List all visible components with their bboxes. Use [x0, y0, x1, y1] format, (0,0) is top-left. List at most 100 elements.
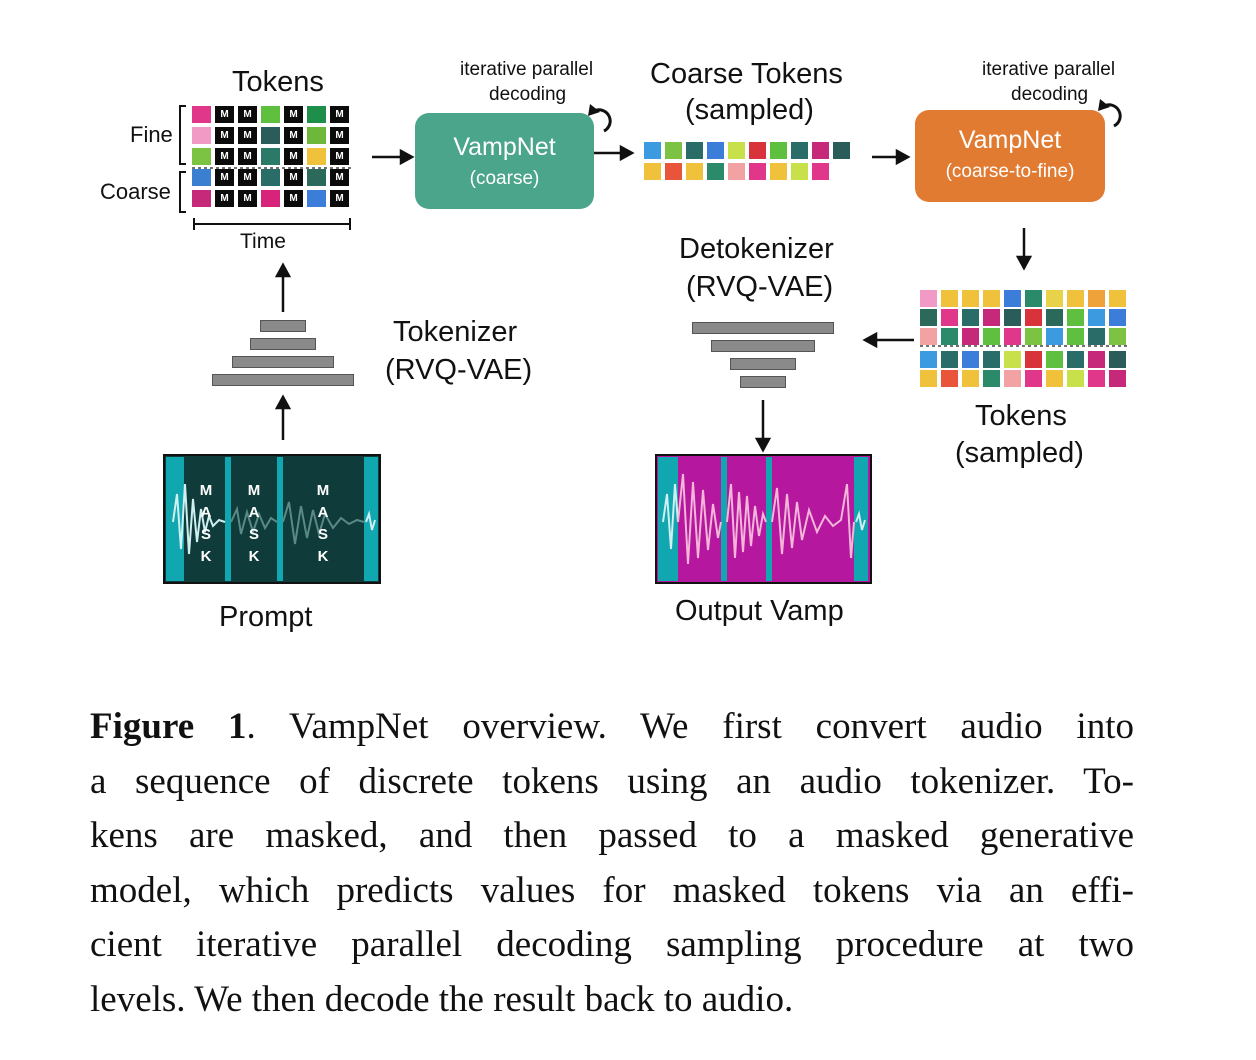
caption-line-4: model, which predicts values for masked …: [90, 869, 1134, 911]
token-cell: [707, 163, 724, 180]
token-cell: [1067, 370, 1084, 387]
token-cell: [261, 106, 280, 123]
arrow-vampnet-to-coarse: [594, 144, 635, 162]
token-cell: [770, 142, 787, 159]
mask-token: M: [238, 190, 257, 207]
token-cell: [941, 290, 958, 307]
coarse-tokens-grid: [644, 142, 850, 180]
tokenizer-bar: [250, 338, 316, 350]
token-cell: [749, 142, 766, 159]
caption-line-1-text: . VampNet overview. We first convert aud…: [246, 706, 1134, 747]
caption-line-3: kens are masked, and then passed to a ma…: [90, 815, 1134, 856]
caption-line-2: a sequence of discrete tokens using an a…: [90, 760, 1134, 802]
tokenizer-bar: [260, 320, 306, 332]
token-cell: [920, 370, 937, 387]
mask-token: M: [330, 169, 349, 186]
ipd-label-1a: iterative parallel: [460, 59, 594, 80]
prompt-waveform: [163, 454, 381, 584]
time-label: Time: [240, 230, 286, 253]
token-cell: [307, 106, 326, 123]
caption-label: Figure 1: [90, 706, 247, 747]
token-cell: [941, 370, 958, 387]
token-cell: [665, 142, 682, 159]
token-cell: [1067, 290, 1084, 307]
detokenizer-label: Detokenizer: [679, 233, 834, 265]
figure-caption: Figure 1. VampNet overview. We first con…: [90, 700, 1134, 1027]
token-cell: [1004, 290, 1021, 307]
ipd-label-2b: decoding: [1011, 84, 1089, 105]
token-cell: [1025, 309, 1042, 326]
token-cell: [1046, 309, 1063, 326]
token-cell: [962, 309, 979, 326]
ipd-label-2a: iterative parallel: [982, 59, 1116, 80]
token-cell: [983, 351, 1000, 368]
mask-token: M: [238, 127, 257, 144]
token-cell: [983, 290, 1000, 307]
level-brackets: [179, 99, 1128, 453]
tokenizer-sub: (RVQ-VAE): [385, 354, 533, 386]
loop-arrowhead-icon-2: [1098, 99, 1110, 111]
token-cell: [192, 127, 211, 144]
token-cell: [962, 351, 979, 368]
token-cell: [962, 328, 979, 345]
token-cell: [307, 169, 326, 186]
token-cell: [1004, 328, 1021, 345]
token-cell: [983, 309, 1000, 326]
coarse-label: Coarse: [100, 179, 171, 204]
token-cell: [1067, 309, 1084, 326]
token-cell: [749, 163, 766, 180]
token-cell: [192, 148, 211, 165]
token-cell: [1088, 290, 1105, 307]
caption-line-5: cient iterative parallel decoding sampli…: [90, 924, 1134, 965]
mask-token: M: [284, 190, 303, 207]
token-cell: [644, 142, 661, 159]
token-cell: [261, 169, 280, 186]
loop-arrowhead-icon: [588, 104, 600, 116]
token-cell: [1046, 370, 1063, 387]
arrow-prompt-to-tokenizer: [274, 394, 292, 440]
token-cell: [812, 163, 829, 180]
mask-token: M: [330, 127, 349, 144]
caption-line-1: Figure 1. VampNet overview. We first con…: [90, 700, 1134, 755]
mask-token: M: [330, 190, 349, 207]
token-cell: [1025, 351, 1042, 368]
coarse-tokens-label: Coarse Tokens: [650, 58, 843, 90]
mask-token: M: [238, 169, 257, 186]
vampnet-coarse-sub: (coarse): [469, 168, 540, 189]
coarse-tokens-sub: (sampled): [685, 94, 814, 126]
token-cell: [1046, 290, 1063, 307]
token-cell: [941, 328, 958, 345]
token-cell: [1088, 328, 1105, 345]
loop-arrow-icon: [593, 108, 612, 133]
token-cell: [812, 142, 829, 159]
token-cell: [920, 351, 937, 368]
loop-arrow-icon-2: [1103, 103, 1122, 128]
token-cell: [1004, 309, 1021, 326]
detokenizer-bar: [730, 358, 796, 370]
detokenizer-bar: [740, 376, 786, 388]
prompt-label: Prompt: [219, 601, 313, 633]
tokenizer-bar: [212, 374, 354, 386]
token-cell: [1109, 351, 1126, 368]
token-cell: [791, 142, 808, 159]
input-tokens-grid: M M M M M M M M M M M M M M M M M M M M: [192, 106, 349, 207]
token-cell: [833, 163, 850, 180]
arrow-detok-to-output: [754, 400, 772, 453]
output-label: Output Vamp: [675, 595, 844, 627]
token-cell: [707, 142, 724, 159]
vampnet-c2f-title: VampNet: [958, 126, 1062, 154]
caption-line-6: levels. We then decode the result back t…: [90, 978, 794, 1020]
token-cell: [962, 290, 979, 307]
vampnet-coarse-box: VampNet (coarse): [415, 113, 594, 209]
token-cell: [261, 148, 280, 165]
mask-token: M: [215, 106, 234, 123]
token-cell: [1046, 351, 1063, 368]
token-cell: [1109, 290, 1126, 307]
tokens-sampled-sub: (sampled): [955, 437, 1084, 469]
output-waveform: [655, 454, 872, 584]
arrow-c2f-down: [1015, 228, 1033, 271]
mask-token: M: [284, 106, 303, 123]
